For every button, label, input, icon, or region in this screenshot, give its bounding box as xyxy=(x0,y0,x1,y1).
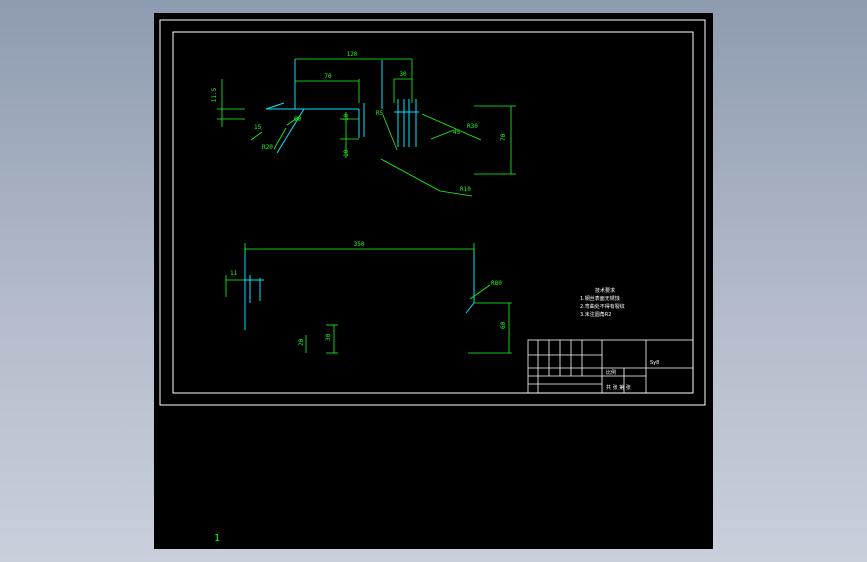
sheet-outer-border xyxy=(159,19,706,406)
dim-right-height: 70 xyxy=(500,133,507,141)
dim-slot-left: R5 xyxy=(376,110,384,117)
dim-left-height: 11.5 xyxy=(211,87,218,102)
notes-heading: 技术要求 xyxy=(595,287,615,294)
notes-line-2: 2.弯曲处不得有裂纹 xyxy=(580,303,625,310)
sheet-inner-border xyxy=(172,31,694,394)
cad-drawing-canvas: 120 70 30 11.5 15 60 R20 10 10 R5 45 R30… xyxy=(159,19,706,406)
dim-radius-left: R20 xyxy=(262,144,273,151)
dim-mid-height-2: 10 xyxy=(343,149,350,157)
dim-angle-b: 60 xyxy=(294,116,302,123)
notes-line-3: 3.未注圆角R2 xyxy=(580,311,611,318)
title-scale-label: 比例 xyxy=(606,369,616,376)
dim-bottom-small-1: 20 xyxy=(298,338,305,346)
dim-bottom-small-2: 30 xyxy=(325,333,332,341)
lower-view-dimensions xyxy=(225,243,512,354)
dim-lower-right-label: R10 xyxy=(460,186,471,193)
dim-bottom-right-radius: R80 xyxy=(491,280,502,287)
page-number: 1 xyxy=(214,533,221,544)
upper-view-dimensions xyxy=(217,58,516,197)
dim-bottom-width: 350 xyxy=(354,241,365,248)
title-sheet-label: 共 张 第 张 xyxy=(606,384,631,391)
dim-right-offset: 30 xyxy=(399,71,407,78)
cad-viewport[interactable]: 120 70 30 11.5 15 60 R20 10 10 R5 45 R30… xyxy=(154,13,713,549)
dim-right-angle: 45 xyxy=(453,129,461,136)
dim-right-radius: R30 xyxy=(467,123,478,130)
lower-view-geometry xyxy=(244,249,475,330)
dim-bottom-right-height: 60 xyxy=(500,321,507,329)
dim-bottom-left-small: 11 xyxy=(230,270,238,277)
title-part-name: Sy8 xyxy=(650,360,659,366)
dim-overall-width: 120 xyxy=(347,51,358,58)
notes-line-1: 1.钢丝表面无锈蚀 xyxy=(580,295,620,302)
dim-inner-width: 70 xyxy=(324,73,332,80)
dim-angle-a: 15 xyxy=(254,124,262,131)
dim-mid-height-1: 10 xyxy=(343,113,350,121)
title-block xyxy=(527,339,694,394)
